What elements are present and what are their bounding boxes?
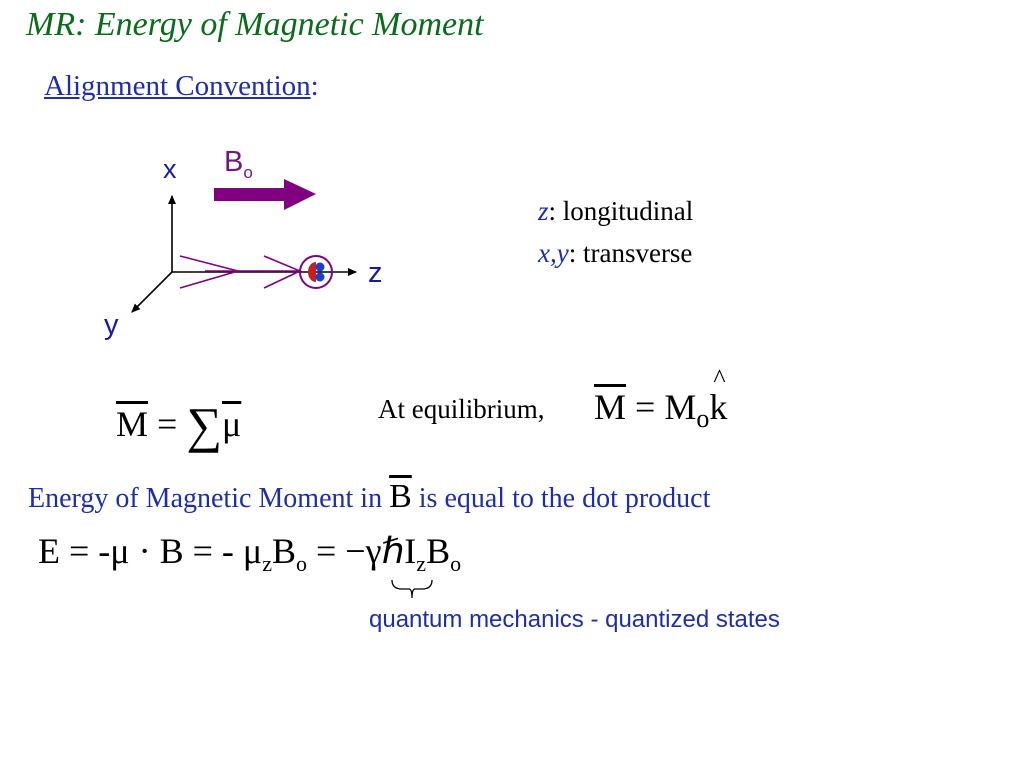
field-label-sub: o: [243, 162, 253, 182]
energy-after: is equal to the dot product: [418, 483, 711, 514]
note-text-transverse: : transverse: [568, 238, 693, 268]
section-heading: Alignment Convention:: [44, 70, 319, 103]
eq2-lhs: M: [594, 387, 627, 427]
field-label: Bo: [224, 146, 253, 183]
equation-equilibrium: M = Mok: [594, 364, 727, 434]
y-axis-label: y: [104, 309, 119, 341]
note-transverse: x,y: transverse: [538, 238, 692, 269]
note-longitudinal: z: longitudinal: [538, 196, 693, 227]
energy-before: Energy of Magnetic Moment in: [28, 483, 383, 514]
equilibrium-label: At equilibrium,: [378, 394, 545, 424]
underbrace: [391, 579, 433, 599]
eq1-lhs: M: [116, 404, 149, 444]
magnetic-moment-icon: [299, 255, 333, 289]
note-var-z: z: [538, 196, 549, 226]
z-axis-label: z: [368, 257, 383, 289]
energy-statement: Energy of Magnetic Moment in B is equal …: [28, 478, 710, 516]
eq1-op: =: [157, 404, 178, 444]
sum-symbol: ∑: [186, 397, 222, 453]
eq2-op: =: [635, 387, 656, 427]
eq3-sub-z1: z: [262, 551, 272, 577]
field-arrow: [214, 179, 316, 210]
energy-b-vector: B: [389, 478, 412, 515]
section-heading-colon: :: [310, 70, 319, 102]
eq3-part3: = −γℏI: [306, 531, 417, 571]
note-var-xy: x,y: [538, 238, 569, 268]
eq3-part1: E = -μ · B = - μ: [38, 531, 263, 571]
eq2-k-hat: k: [709, 364, 727, 428]
eq2-m: M: [664, 387, 697, 427]
x-axis-label: x: [163, 154, 177, 184]
quantum-annotation: quantum mechanics - quantized states: [369, 606, 780, 633]
eq3-part4: B: [426, 531, 451, 571]
page-title: MR: Energy of Magnetic Moment: [26, 6, 484, 43]
eq2-m-sub: o: [696, 404, 710, 434]
eq3-sub-o2: o: [450, 551, 462, 577]
section-heading-text: Alignment Convention: [44, 70, 311, 102]
eq3-sub-z2: z: [416, 551, 427, 577]
y-axis-line: [131, 271, 173, 313]
eq3-sub-o1: o: [295, 551, 307, 577]
eq1-rhs: μ: [221, 404, 242, 444]
note-text-longitudinal: : longitudinal: [548, 196, 694, 226]
eq3-part2: B: [271, 531, 296, 571]
field-label-b: B: [224, 146, 244, 178]
equation-energy: E = -μ · B = - μzBo = −γℏIzBo: [38, 530, 461, 577]
equation-magnetization-sum: M = ∑μ: [116, 390, 242, 453]
